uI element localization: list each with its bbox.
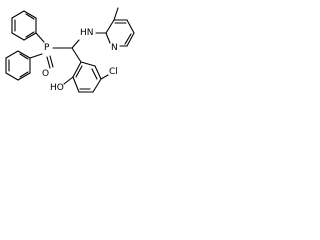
hydroxyl-label: HO xyxy=(50,83,64,93)
methine-bonds xyxy=(71,39,82,63)
phosphorus-atom-label: P xyxy=(44,43,50,53)
molecule-structure-diagram: P O HN N HO Cl xyxy=(5,7,135,93)
pyridine-ring xyxy=(95,7,135,47)
phosphorus-bonds xyxy=(29,32,73,69)
pyridine-nitrogen-label: N xyxy=(111,43,118,53)
phenyl-ring-lower xyxy=(5,50,31,81)
oxygen-atom-label: O xyxy=(42,69,49,79)
chlorine-atom-label: Cl xyxy=(109,67,118,77)
phenyl-ring-upper xyxy=(11,10,37,41)
amine-label: HN xyxy=(80,28,94,38)
chlorophenol-ring xyxy=(63,61,109,93)
